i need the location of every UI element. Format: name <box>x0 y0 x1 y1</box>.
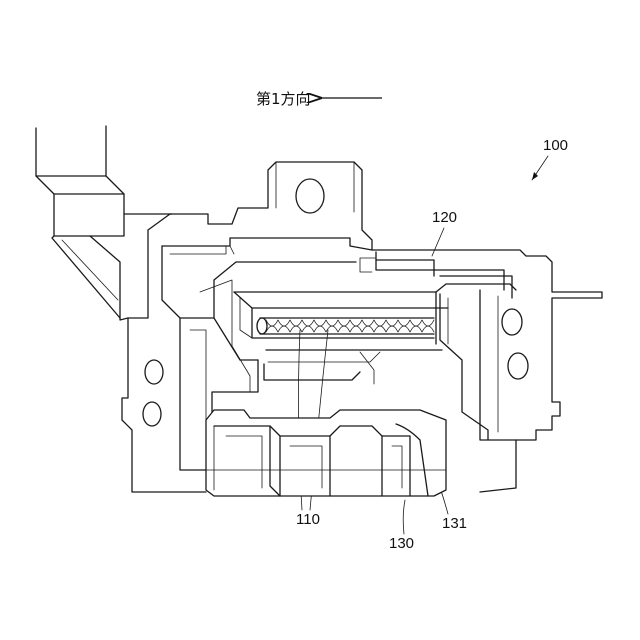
upper-left-plate <box>36 126 172 320</box>
label-100: 100 <box>543 137 568 154</box>
lever-130 <box>206 410 446 496</box>
leader-100-arrowhead <box>532 172 538 180</box>
label-110: 110 <box>296 511 320 528</box>
spring-110 <box>257 318 434 334</box>
direction-label: 第1方向 <box>256 90 311 108</box>
leader-130 <box>403 500 405 534</box>
label-131: 131 <box>442 515 467 532</box>
label-120: 120 <box>432 209 457 226</box>
label-130: 130 <box>389 535 414 552</box>
leader-120 <box>432 228 444 256</box>
